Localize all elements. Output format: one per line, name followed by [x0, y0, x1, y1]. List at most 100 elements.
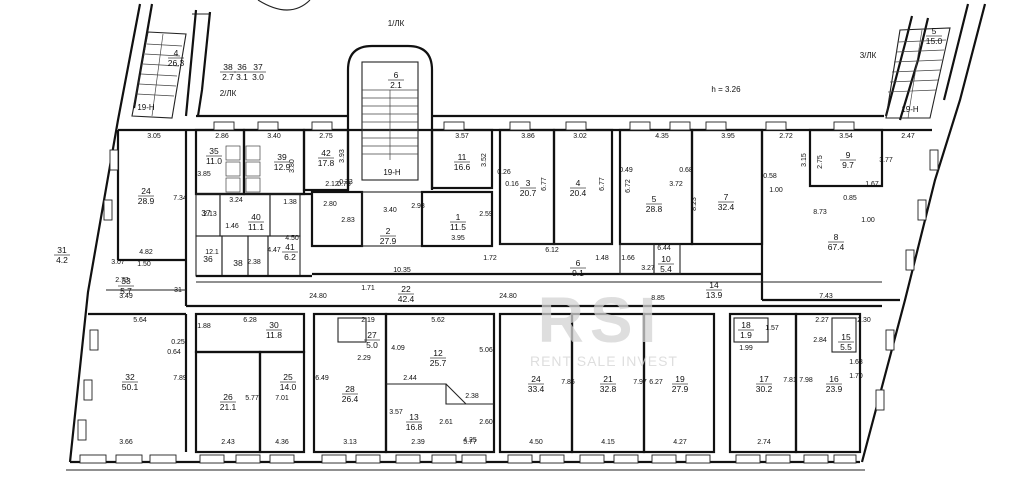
- room-21: 111.5: [450, 212, 466, 232]
- dimension-label: 4.82: [139, 249, 153, 256]
- watermark: RSI RENT SALE INVEST: [530, 284, 678, 369]
- room-area: 17.8: [318, 158, 335, 168]
- stair-label-center: 19-Н: [383, 168, 401, 177]
- dimension-label: 6.49: [315, 375, 329, 382]
- room-number: 22: [401, 284, 411, 294]
- room-number: 15: [841, 332, 851, 342]
- room-27: 314.2: [54, 245, 70, 265]
- watermark-tagline: RENT SALE INVEST: [530, 353, 678, 369]
- dimension-label: 6.27: [649, 379, 663, 386]
- room-number: 28: [345, 384, 355, 394]
- room-area: 20.7: [520, 188, 537, 198]
- dimension-label: 4.35: [655, 133, 669, 140]
- room-44: 155.5: [838, 332, 854, 352]
- room-number: 30: [269, 320, 279, 330]
- room-number: 31: [57, 245, 67, 255]
- room-4: 363.1: [234, 62, 250, 82]
- dimension-label: 2.61: [439, 419, 453, 426]
- dimension-label: 1.00: [769, 187, 783, 194]
- dimension-label: 3.13: [343, 439, 357, 446]
- room-number: 19: [675, 374, 685, 384]
- dimension-label: 2.75: [319, 133, 333, 140]
- room-number: 38: [233, 258, 243, 268]
- room-number: 7: [724, 192, 729, 202]
- dimension-label: 6.72: [625, 179, 632, 193]
- watermark-logo: RSI: [538, 284, 663, 356]
- dimension-label: 2.38: [247, 259, 261, 266]
- room-number: 6: [576, 258, 581, 268]
- room-area: 11.5: [450, 222, 466, 232]
- room-2: 515.0: [926, 26, 943, 46]
- room-area: 4.2: [56, 255, 68, 265]
- stairwell-right: [885, 27, 951, 119]
- dimension-label: 4.47: [267, 247, 281, 254]
- dimension-label: 3.95: [451, 235, 465, 242]
- dimension-label: 10.35: [393, 267, 411, 274]
- room-15: 99.7: [840, 150, 856, 170]
- dimension-label: 2.29: [357, 355, 371, 362]
- room-area: 9.7: [842, 160, 854, 170]
- dimension-label: 3.40: [383, 207, 397, 214]
- dimension-label: 7.86: [561, 379, 575, 386]
- room-number: 21: [603, 374, 613, 384]
- room-number: 32: [125, 372, 135, 382]
- room-number: 41: [285, 242, 295, 252]
- room-number: 12: [433, 348, 443, 358]
- room-36: 275.0: [364, 330, 380, 350]
- room-31: 181.9: [738, 320, 754, 340]
- dimension-label: 1.88: [197, 323, 211, 330]
- room-area: 28.9: [138, 196, 155, 206]
- room-number: 2: [386, 226, 391, 236]
- dimension-label: 2.47: [901, 133, 915, 140]
- room-area: 3.0: [252, 72, 264, 82]
- dimension-label: 2.60: [479, 419, 493, 426]
- dimension-label: 0.58: [763, 173, 777, 180]
- room-area: 50.1: [122, 382, 139, 392]
- room-number: 13: [409, 412, 419, 422]
- dimension-label: 3.66: [119, 439, 133, 446]
- dimension-label: 24.80: [499, 293, 517, 300]
- dimension-label: 31: [174, 287, 182, 294]
- dimension-label: 12.1: [205, 249, 219, 256]
- dimension-label: 0.73: [339, 179, 353, 186]
- dimension-label: 1.68: [849, 359, 863, 366]
- room-number: 10: [661, 254, 671, 264]
- room-5: 373.0: [250, 62, 266, 82]
- room-6: 62.1: [388, 70, 404, 90]
- room-number: 27: [367, 330, 377, 340]
- room-area: 16.8: [406, 422, 423, 432]
- room-area: 27.9: [672, 384, 689, 394]
- courtyard-label-2: 2/ЛК: [220, 89, 237, 98]
- dimension-label: 7.89: [173, 375, 187, 382]
- dimension-label: 3.95: [721, 133, 735, 140]
- dimension-label: 8.23: [691, 197, 698, 211]
- dimension-label: 0.78: [337, 181, 351, 188]
- dimension-label: 4.27: [673, 439, 687, 446]
- dimension-label: 2.74: [757, 439, 771, 446]
- room-area: 2.1: [390, 80, 402, 90]
- dimension-label: 6.12: [545, 247, 559, 254]
- room-area: 26.3: [168, 58, 185, 68]
- dimension-label: 2.73: [115, 277, 129, 284]
- dimension-label: 7.43: [819, 293, 833, 300]
- dimension-label: 2.80: [323, 201, 337, 208]
- dimension-label: 3.02: [573, 133, 587, 140]
- room-area: 5.4: [660, 264, 672, 274]
- dimension-label: 0.25: [171, 339, 185, 346]
- dimension-label: 3.52: [481, 153, 488, 167]
- room-number: 1: [456, 212, 461, 222]
- room-24: 38: [233, 258, 243, 268]
- dimension-label: 2.27: [815, 317, 829, 324]
- dimension-label: 1.72: [483, 255, 497, 262]
